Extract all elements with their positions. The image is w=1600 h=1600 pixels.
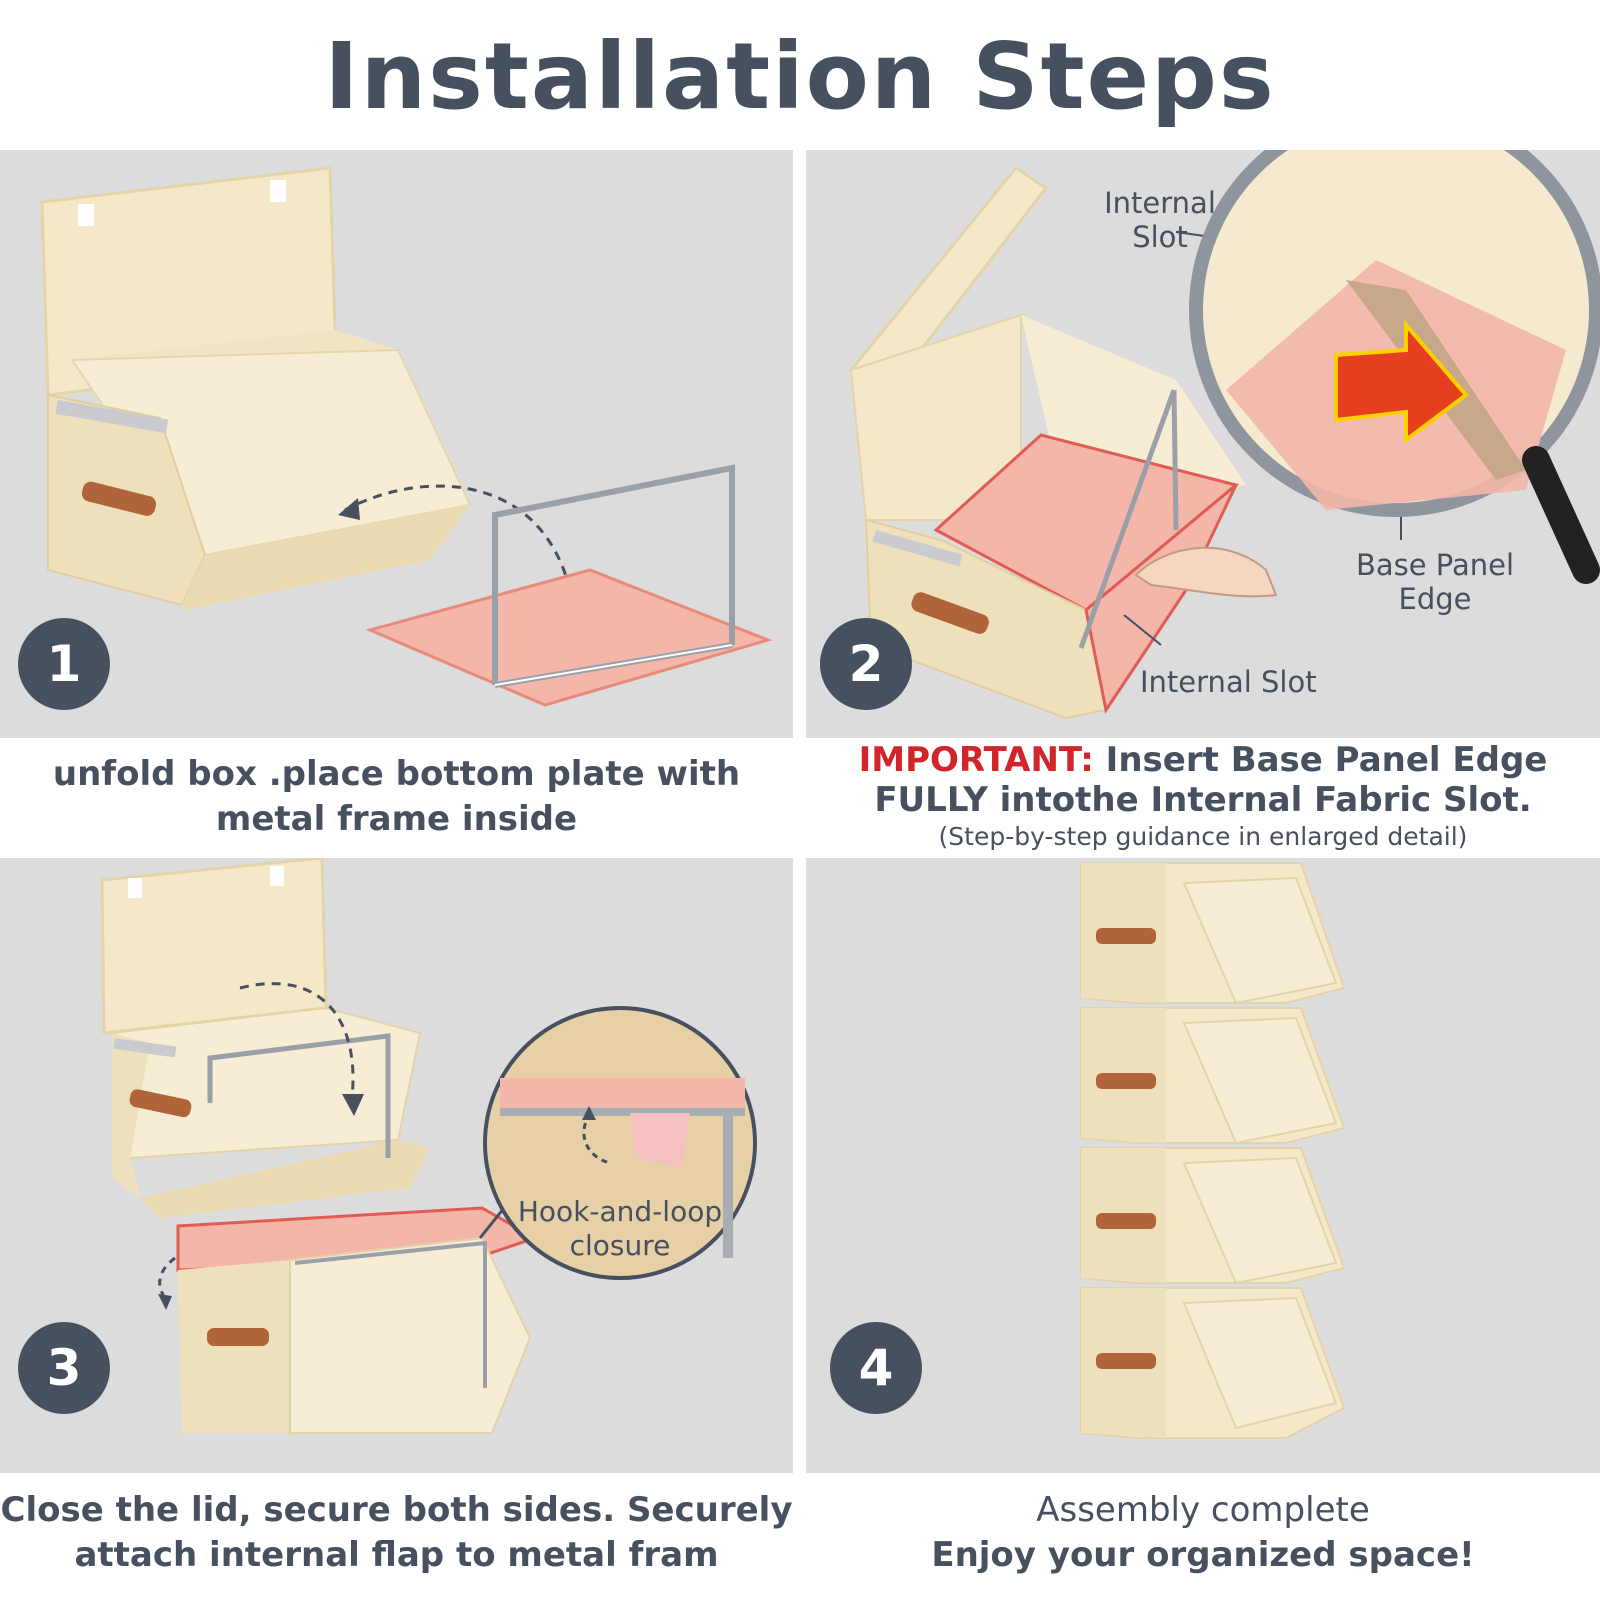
step-4-illustration [1080, 862, 1346, 1439]
step-2-panel: 2 [806, 150, 1600, 738]
step-2-caption-line1: Insert Base Panel Edge [1093, 740, 1548, 780]
step-4-caption: Assembly complete Enjoy your organized s… [806, 1488, 1600, 1578]
step-2-caption: IMPORTANT: Insert Base Panel Edge FULLY … [806, 740, 1600, 854]
page-title: Installation Steps [324, 23, 1276, 130]
step-4-caption-line1: Assembly complete [1036, 1490, 1370, 1530]
callout-internal-slot-bottom: Internal Slot [1140, 665, 1317, 699]
callout-hook-and-loop: Hook-and-loop closure [517, 1195, 723, 1262]
step-1-panel: 1 [0, 150, 793, 738]
stacked-bin-4 [1080, 1287, 1346, 1439]
stacked-bin-2 [1080, 1007, 1346, 1145]
stacked-bin-1 [1080, 862, 1346, 1005]
important-label: IMPORTANT: [858, 740, 1094, 780]
step-4-caption-line2: Enjoy your organized space! [931, 1535, 1475, 1575]
step-3-illustration [100, 858, 757, 1434]
step-1-illustration [40, 166, 773, 707]
stacked-bin-3 [1080, 1147, 1346, 1285]
step-4-panel: 4 [806, 858, 1600, 1473]
step-1-caption-line1: unfold box .place bottom plate with [52, 754, 741, 794]
step-1-caption-line2: metal frame inside [215, 799, 578, 839]
step-2-badge: 2 [820, 618, 912, 710]
step-1-caption: unfold box .place bottom plate with meta… [0, 752, 793, 842]
step-2-illustration [848, 150, 1600, 720]
step-4-badge: 4 [830, 1322, 922, 1414]
step-3-badge: 3 [18, 1322, 110, 1414]
step-3-caption-line1: Close the lid, secure both sides. Secure… [0, 1490, 793, 1530]
step-3-caption: Close the lid, secure both sides. Secure… [0, 1488, 793, 1578]
callout-base-panel-edge: Base Panel Edge [1355, 548, 1515, 616]
step-2-caption-line2: FULLY intothe Internal Fabric Slot. [874, 780, 1532, 820]
step-3-panel: 3 [0, 858, 793, 1473]
step-2-caption-note: (Step-by-step guidance in enlarged detai… [938, 822, 1468, 851]
callout-internal-slot-top: Internal Slot [1104, 186, 1216, 254]
step-1-badge: 1 [18, 618, 110, 710]
step-3-caption-line2: attach internal flap to metal fram [74, 1535, 719, 1575]
